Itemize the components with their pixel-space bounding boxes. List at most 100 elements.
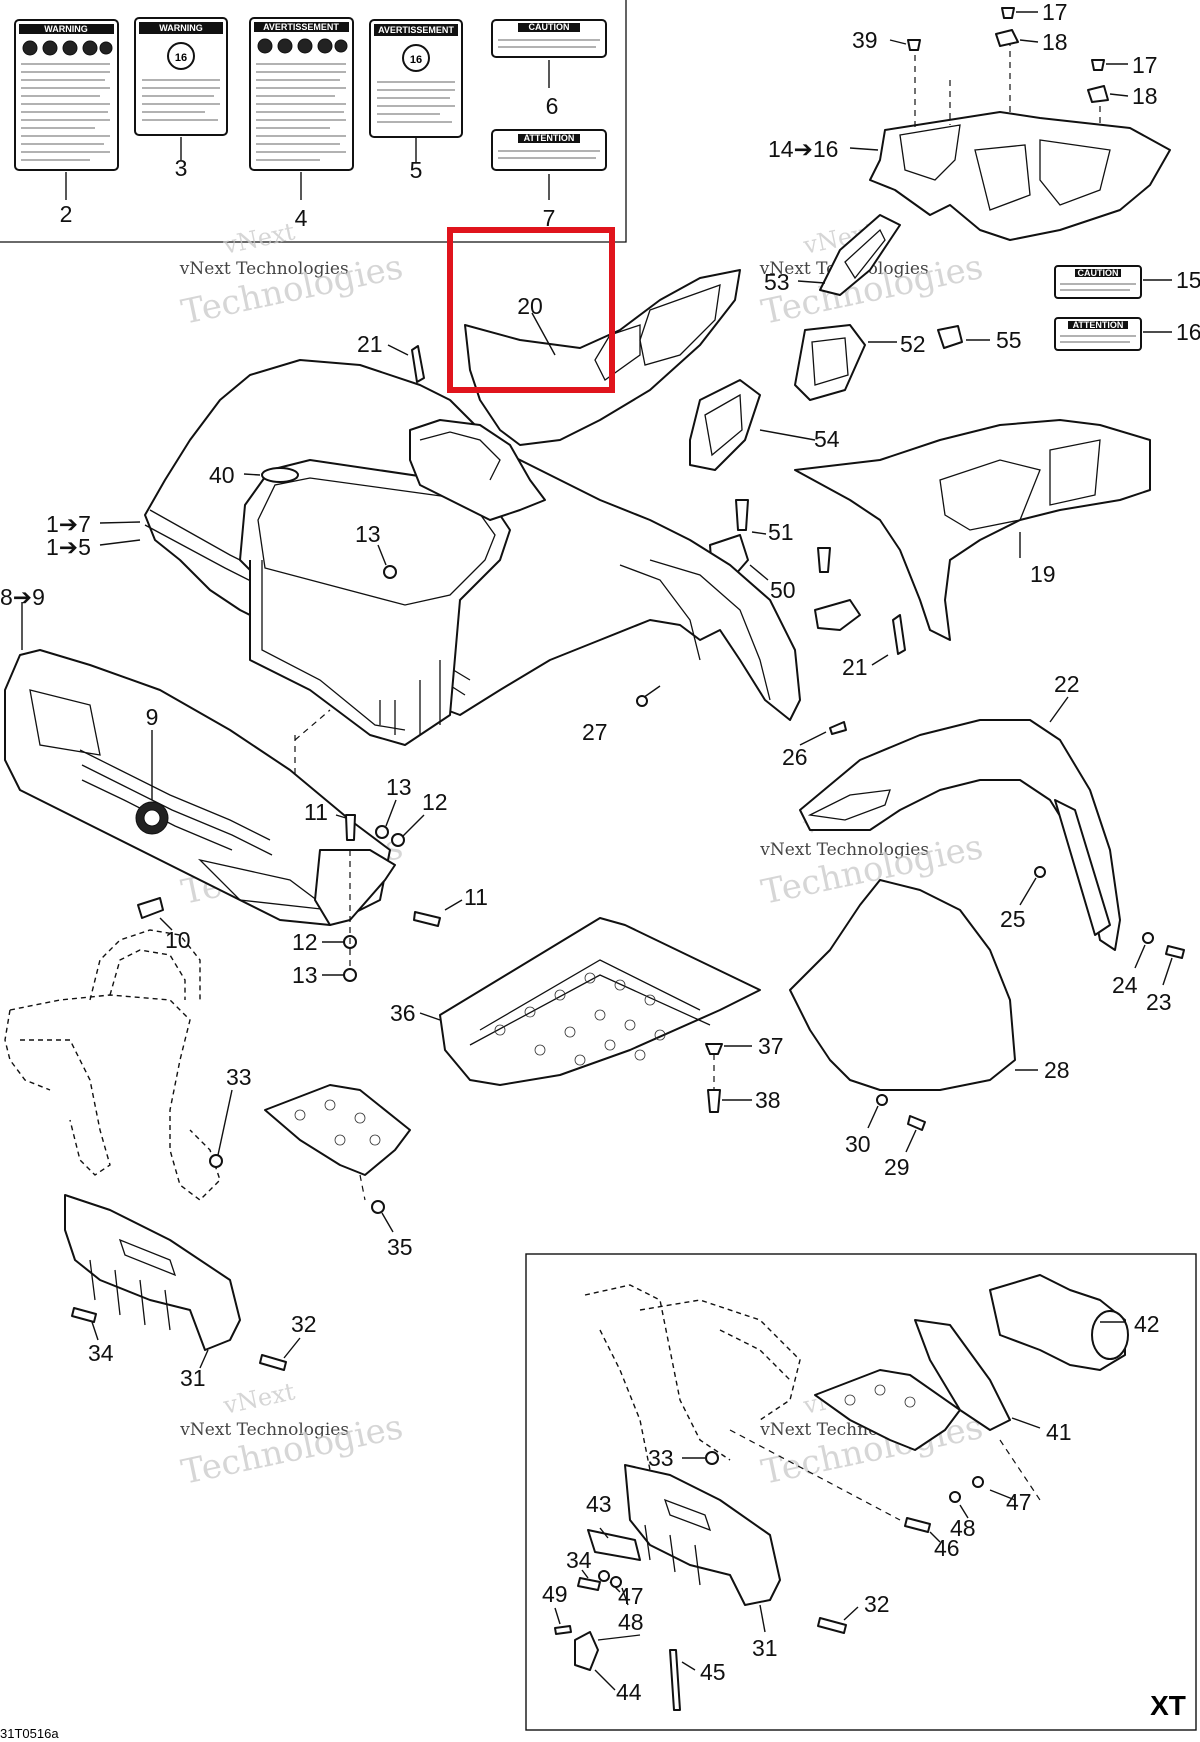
vent-grille-53 [797, 214, 901, 296]
callout-20: 20 [517, 293, 543, 319]
callout-26: 26 [782, 744, 808, 770]
decal-panel: WARNING WARNING 16 [0, 0, 627, 243]
decal-4-title: AVERTISSEMENT [263, 22, 339, 32]
grommet-33 [209, 1089, 233, 1168]
callout-1-7: 1➔7 [46, 511, 91, 537]
decal-2-pictograms [22, 40, 113, 56]
callout-21-right: 21 [842, 654, 868, 680]
screw-26 [799, 721, 847, 746]
decal-15-title: CAUTION [1078, 268, 1119, 278]
xt-inset-border [525, 1253, 1197, 1731]
inner-fender-28 [789, 879, 1038, 1091]
xt-guard-31 [624, 1464, 781, 1633]
screw-17-top [1001, 7, 1015, 19]
callout-48-xt-upper: 48 [950, 1515, 976, 1541]
decal-3-title: WARNING [159, 23, 203, 33]
xt-washer-47 [972, 1476, 1016, 1501]
callout-8-9: 8➔9 [0, 584, 45, 610]
callout-18-right: 18 [1132, 83, 1158, 109]
decal-5-title: AVERTISSEMENT [378, 25, 454, 35]
callout-21-left: 21 [357, 331, 383, 357]
bolt-11-side [413, 899, 463, 927]
callout-2: 2 [60, 201, 73, 227]
pin-21-left [387, 344, 425, 383]
callout-33-xt: 33 [648, 1445, 674, 1471]
fairlead-43 [587, 1527, 641, 1561]
decal-3-age: 16 [175, 52, 187, 64]
callout-12-upper: 12 [422, 789, 448, 815]
callout-41: 41 [1046, 1419, 1072, 1445]
vent-grille-52 [794, 324, 897, 401]
clip-18-right [1087, 85, 1109, 103]
hook-44 [574, 1631, 641, 1691]
callout-46: 46 [934, 1535, 960, 1561]
callout-labels: 2 3 4 5 6 7 17 18 17 18 39 14➔16 15 16 2… [0, 0, 1200, 1705]
decal-4: AVERTISSEMENT [249, 17, 354, 200]
callout-5: 5 [410, 157, 423, 183]
watermark-1: vNext vNext Technologies Technologies [178, 217, 406, 332]
decal-15: CAUTION [1054, 265, 1172, 299]
callout-25: 25 [1000, 906, 1026, 932]
xt-bolt-32 [817, 1606, 859, 1634]
xt-bull-bar [584, 1284, 801, 1491]
front-guard-31 [64, 1194, 241, 1369]
callout-18-top: 18 [1042, 29, 1068, 55]
callout-40: 40 [209, 462, 235, 488]
callout-38: 38 [755, 1087, 781, 1113]
washer-13-lower [322, 968, 357, 982]
callout-7: 7 [543, 205, 556, 231]
callout-50: 50 [770, 577, 796, 603]
centre-console [409, 419, 546, 521]
emblem-9 [135, 730, 169, 835]
clip-55 [937, 325, 990, 349]
decal-16: ATTENTION [1054, 317, 1172, 351]
clip-18-top [995, 29, 1019, 47]
callout-17-top: 17 [1042, 0, 1068, 25]
pin-21-right [871, 614, 906, 666]
callout-9: 9 [146, 704, 159, 730]
grommet-25 [1019, 866, 1046, 906]
bolt-51-right [817, 547, 831, 573]
xt-grommet-33 [682, 1451, 719, 1465]
strap-45 [669, 1649, 696, 1711]
callout-47-xt-upper: 47 [1006, 1489, 1032, 1515]
callout-45: 45 [700, 1659, 726, 1685]
grommet-37 [705, 1043, 752, 1055]
callout-22: 22 [1054, 671, 1080, 697]
grommet-13-body [377, 544, 397, 579]
callout-49: 49 [542, 1581, 568, 1607]
callout-35: 35 [387, 1234, 413, 1260]
callout-16: 16 [1176, 319, 1200, 345]
highlight-box [447, 227, 615, 393]
bolt-51-left [735, 499, 749, 531]
callout-48-xt-lower: 48 [618, 1609, 644, 1635]
callout-47-xt-lower: 47 [618, 1583, 644, 1609]
callout-14-16: 14➔16 [768, 136, 838, 162]
callout-29: 29 [884, 1154, 910, 1180]
nut-35 [371, 1200, 394, 1233]
callout-13-body: 13 [355, 521, 381, 547]
storage-bin [239, 459, 511, 746]
svg-text:vNext: vNext [220, 1377, 298, 1420]
callout-13-lower: 13 [292, 962, 318, 988]
decal-16-title: ATTENTION [1073, 320, 1124, 330]
callout-37: 37 [758, 1033, 784, 1059]
bull-bar-dashed [4, 929, 221, 1201]
side-panel-19 [794, 419, 1151, 641]
callout-31-left: 31 [180, 1365, 206, 1391]
callout-43: 43 [586, 1491, 612, 1517]
callout-55: 55 [996, 327, 1022, 353]
decal-5: AVERTISSEMENT 16 [369, 19, 463, 162]
bolt-34-left [71, 1307, 99, 1341]
front-rack-cover [869, 40, 1171, 241]
callout-17-right: 17 [1132, 52, 1158, 78]
callout-11-upper: 11 [304, 799, 328, 825]
vent-grille-54 [689, 379, 816, 471]
callout-44: 44 [616, 1679, 642, 1705]
age-badge-icon-2 [402, 44, 430, 72]
callout-54: 54 [814, 426, 840, 452]
age-badge-icon [167, 42, 195, 70]
washer-13-upper [375, 799, 397, 839]
callout-10: 10 [165, 927, 191, 953]
xt-washer-48 [949, 1491, 969, 1519]
